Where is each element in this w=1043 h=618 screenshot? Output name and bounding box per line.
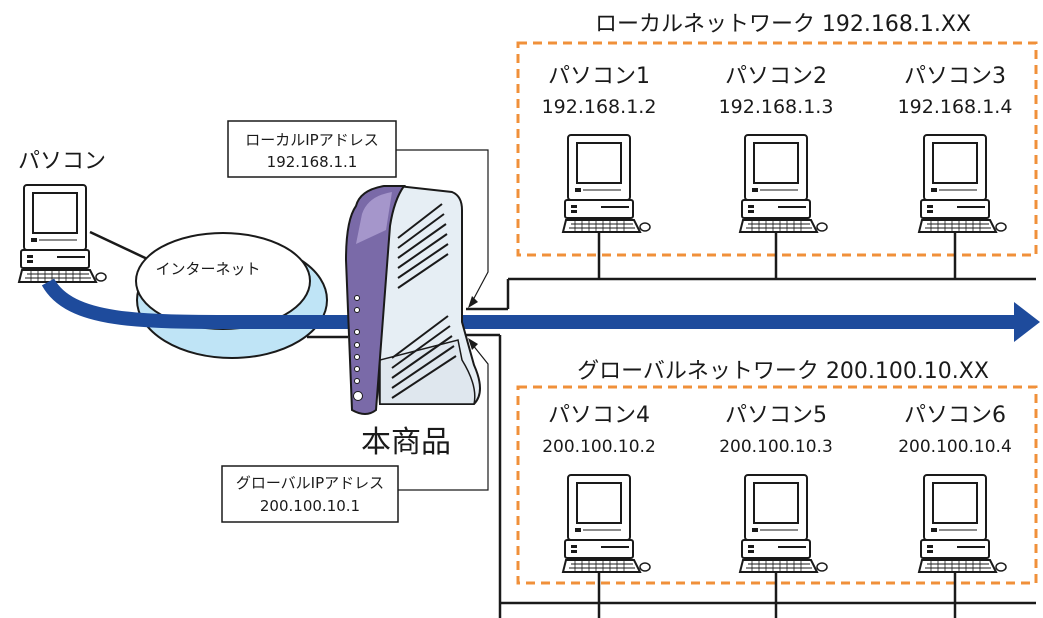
global-ip-value: 200.100.10.1 xyxy=(260,497,360,515)
global-wan-wiring xyxy=(466,333,1036,618)
local-pc-3: パソコン3 192.168.1.4 xyxy=(898,64,1013,233)
local-pc-3-name: パソコン3 xyxy=(904,64,1006,89)
remote-pc: パソコン xyxy=(18,149,107,283)
remote-pc-name: パソコン xyxy=(18,149,106,174)
global-ip-callout: グローバルIPアドレス 200.100.10.1 xyxy=(221,338,489,523)
arrow-head xyxy=(1014,302,1040,342)
computer-icon xyxy=(739,134,828,233)
local-network-title: ローカルネットワーク 192.168.1.XX xyxy=(595,12,971,37)
global-pc-5-name: パソコン5 xyxy=(725,403,827,428)
global-pc-6-ip: 200.100.10.4 xyxy=(898,437,1012,457)
global-network-group: グローバルネットワーク 200.100.10.XX パソコン4 200.100.… xyxy=(516,359,1038,585)
computer-icon xyxy=(562,134,651,233)
router-icon: 本商品 xyxy=(344,184,481,460)
local-pc-3-ip: 192.168.1.4 xyxy=(898,96,1013,118)
internet-cloud: インターネット xyxy=(135,232,328,359)
local-pc-1-ip: 192.168.1.2 xyxy=(542,96,657,118)
local-network-group: ローカルネットワーク 192.168.1.XX パソコン1 192.168.1.… xyxy=(516,12,1038,257)
computer-icon xyxy=(562,474,651,573)
local-ip-value: 192.168.1.1 xyxy=(267,153,358,171)
data-flow-arrow xyxy=(41,278,1016,329)
global-pc-5: パソコン5 200.100.10.3 xyxy=(719,403,833,573)
global-pc-5-ip: 200.100.10.3 xyxy=(719,437,833,457)
global-pc-6-name: パソコン6 xyxy=(904,403,1006,428)
global-pc-4-ip: 200.100.10.2 xyxy=(542,437,656,457)
global-ip-label: グローバルIPアドレス xyxy=(236,474,384,492)
local-pc-1-name: パソコン1 xyxy=(548,64,650,89)
global-network-frame xyxy=(516,385,1038,585)
local-ip-callout: ローカルIPアドレス 192.168.1.1 xyxy=(227,120,489,308)
global-pc-4: パソコン4 200.100.10.2 xyxy=(542,403,656,573)
global-network-title: グローバルネットワーク 200.100.10.XX xyxy=(577,359,989,384)
local-pc-2-name: パソコン2 xyxy=(725,64,827,89)
local-pc-1: パソコン1 192.168.1.2 xyxy=(542,64,657,233)
local-ip-label: ローカルIPアドレス xyxy=(245,131,378,149)
local-lan-wiring xyxy=(466,233,1036,311)
global-pc-6: パソコン6 200.100.10.4 xyxy=(898,403,1012,573)
local-pc-2-ip: 192.168.1.3 xyxy=(719,96,834,118)
computer-icon xyxy=(739,474,828,573)
internet-label: インターネット xyxy=(155,260,260,278)
local-network-frame xyxy=(516,41,1038,257)
product-label: 本商品 xyxy=(361,425,451,460)
computer-icon xyxy=(918,134,1007,233)
global-pc-4-name: パソコン4 xyxy=(548,403,650,428)
computer-icon xyxy=(918,474,1007,573)
local-pc-2: パソコン2 192.168.1.3 xyxy=(719,64,834,233)
